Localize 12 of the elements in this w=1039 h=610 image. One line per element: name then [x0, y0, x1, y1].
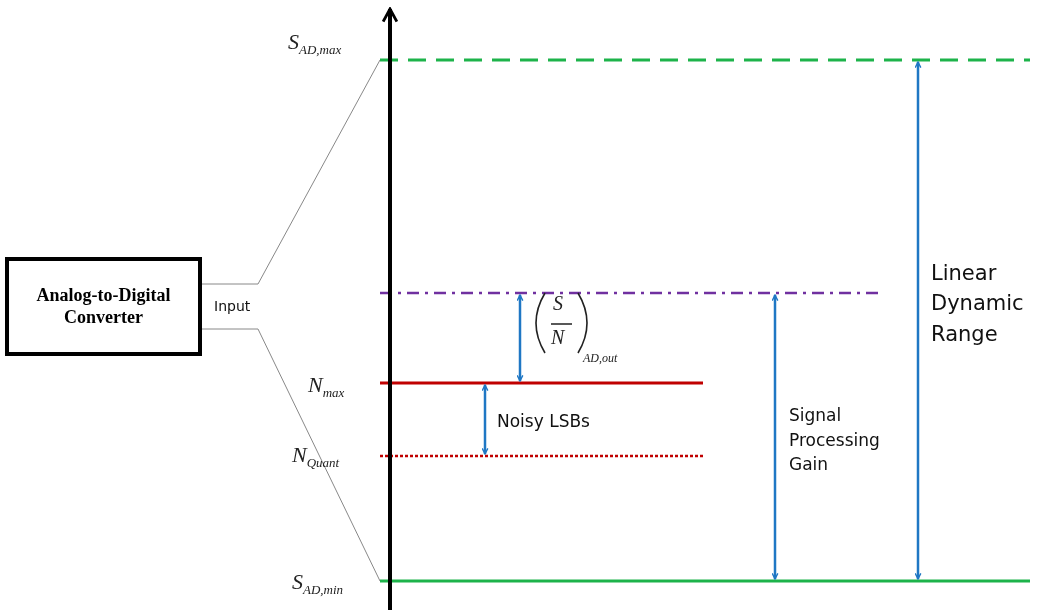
- level-label: S$_{AD,max}$: [288, 30, 342, 58]
- level-label: S$_{AD,min}$: [292, 570, 344, 598]
- arrow-label: Noisy LSBs: [497, 412, 590, 431]
- block-label: Analog-to-Digital Converter: [35, 284, 172, 329]
- fraction-denominator: N: [551, 326, 565, 348]
- range-label: Linear Dynamic Range: [931, 260, 1025, 348]
- input-label: Input: [214, 299, 251, 315]
- fraction-numerator: S: [553, 292, 563, 314]
- gain-label: Signal Processing Gain: [789, 404, 881, 477]
- level-label: N$_{Quant}$: [292, 443, 340, 471]
- fraction-subscript: AD,out: [583, 352, 618, 366]
- level-label: N$_{max}$: [308, 373, 345, 401]
